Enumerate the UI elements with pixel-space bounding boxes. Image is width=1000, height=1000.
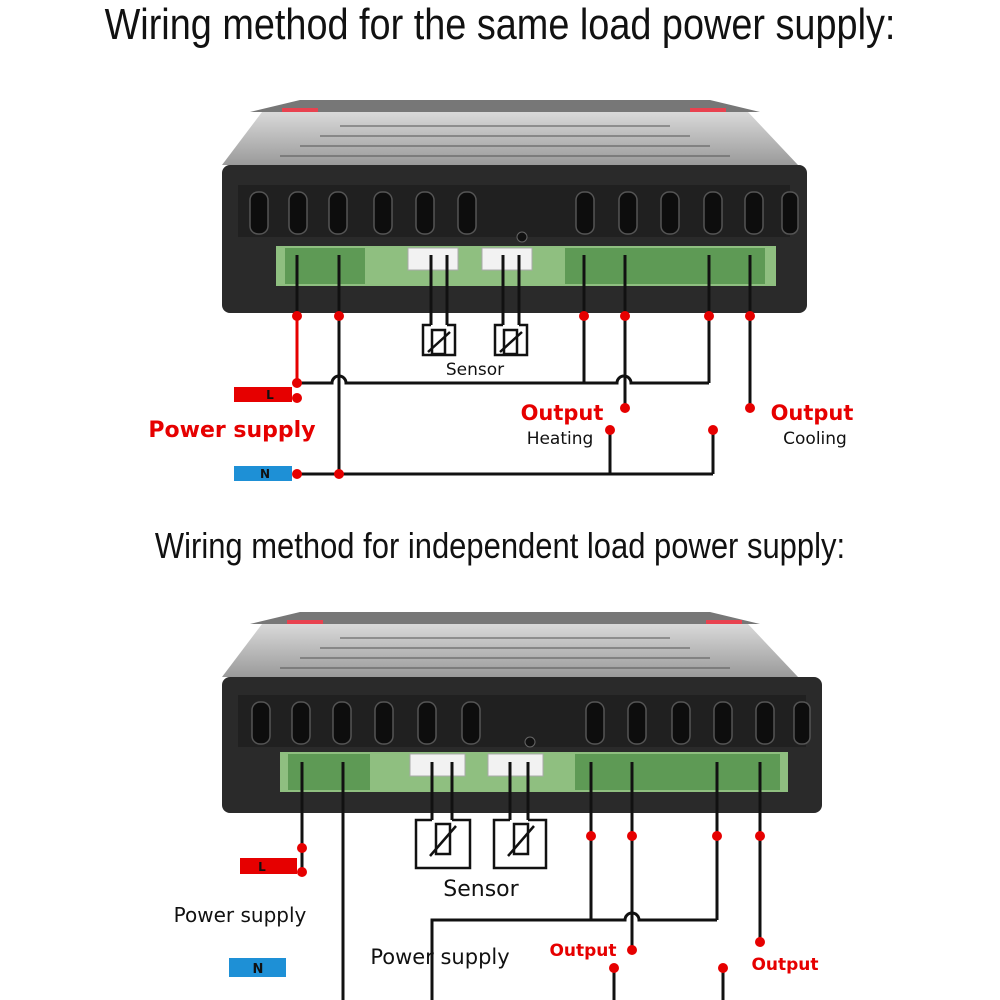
output-right-label: Output <box>751 955 818 975</box>
device-label-top <box>222 112 798 165</box>
terminal-dots-1 <box>292 311 755 479</box>
live-tag-1 <box>234 387 292 402</box>
output-heating-label: Output <box>521 401 604 425</box>
cooling-label: Cooling <box>783 429 847 449</box>
sensor-label-2: Sensor <box>443 877 519 902</box>
ntc-sensor-1b <box>493 323 529 357</box>
output-cooling-label: Output <box>771 401 854 425</box>
controller-device-1 <box>222 100 807 313</box>
neutral-tag-1 <box>234 466 292 481</box>
load-power-supply-label: Power supply <box>370 945 509 969</box>
terminal-dots-2 <box>297 831 765 973</box>
live-tag-2 <box>240 858 297 874</box>
output-left-label: Output <box>549 941 616 961</box>
neutral-tag-1-label: N <box>260 467 270 481</box>
title-independent-load: Wiring method for independent load power… <box>154 525 846 566</box>
live-tag-2-label: L <box>258 860 266 874</box>
power-supply-label-2: Power supply <box>174 903 307 927</box>
title-same-load: Wiring method for the same load power su… <box>104 0 896 49</box>
wires-diagram-1 <box>295 255 752 476</box>
live-tag-1-label: L <box>266 388 274 402</box>
neutral-tag-2 <box>229 958 286 977</box>
ntc-sensor-2a <box>414 818 472 870</box>
ntc-sensor-2b <box>492 818 548 870</box>
neutral-tag-2-label: N <box>253 962 264 977</box>
ntc-sensor-1a <box>421 323 457 357</box>
power-supply-label-1: Power supply <box>148 418 315 443</box>
heating-label: Heating <box>527 429 594 449</box>
wires-diagram-2 <box>300 762 762 1000</box>
sensor-label-1: Sensor <box>446 360 504 380</box>
device-label-top <box>222 624 798 677</box>
controller-device-2 <box>222 612 822 813</box>
